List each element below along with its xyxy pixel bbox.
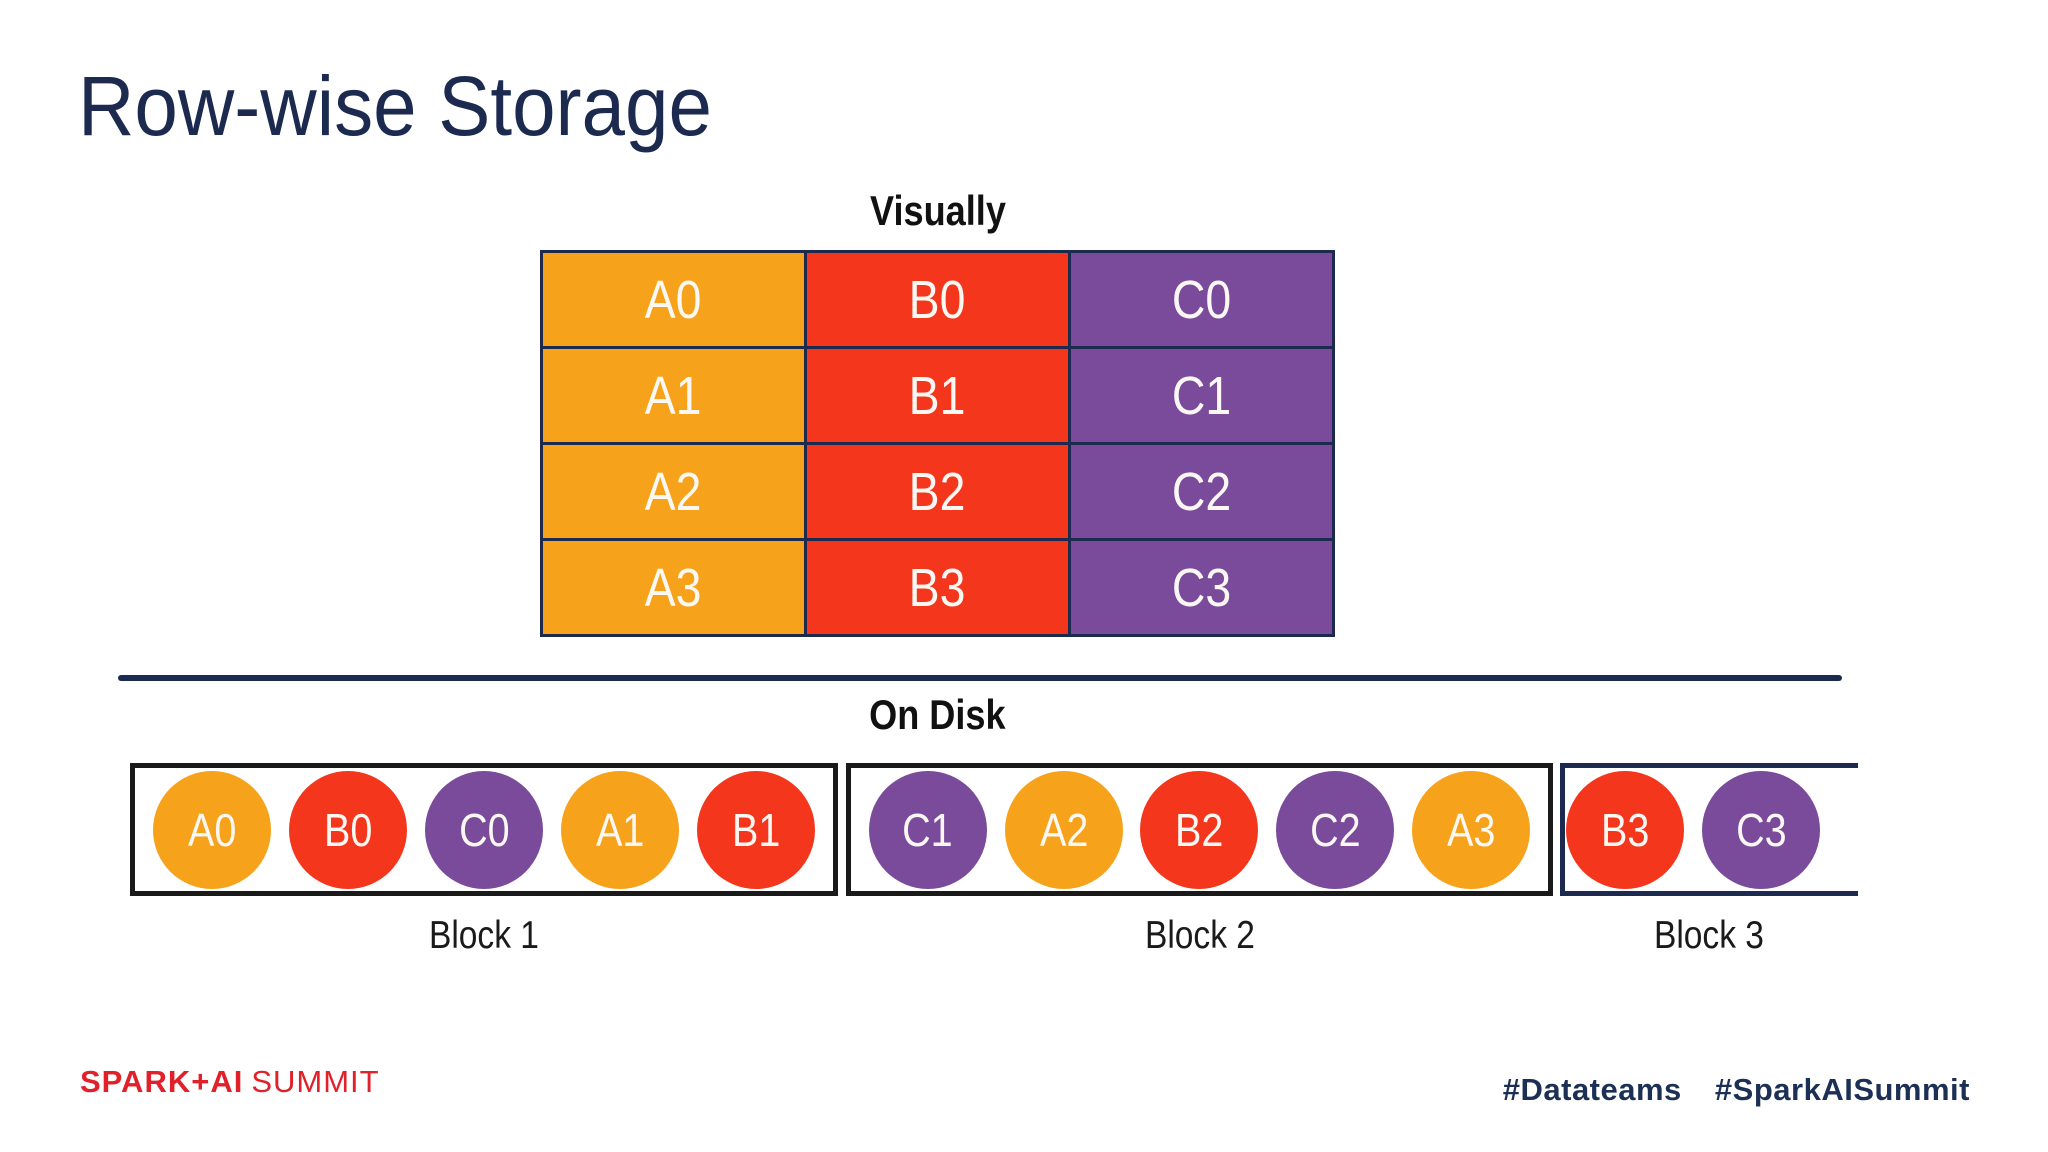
disk-block-2: C1 A2 B2 C2 A3 [846,763,1553,896]
table-cell-c2: C2 [1071,445,1332,538]
visually-heading: Visually [540,187,1335,234]
disk-block-1: A0 B0 C0 A1 B1 [130,763,838,896]
disk-circle-label: A1 [595,803,645,856]
hashtags: #Datateams #SparkAISummit [1503,1072,1970,1108]
table-cell-a2: A2 [543,445,804,538]
disk-circle-b3: B3 [1566,770,1684,889]
page-title: Row-wise Storage [78,59,760,153]
table-cell-b0: B0 [807,253,1068,346]
disk-circle-label: C2 [1310,803,1361,856]
table-cell-label: A1 [645,365,702,426]
page-title-text: Row-wise Storage [78,59,712,153]
disk-circle-a3: A3 [1412,770,1531,889]
disk-circle-label: C3 [1735,803,1787,856]
section-divider [118,675,1842,681]
disk-block-1-label-text: Block 1 [429,914,539,957]
table-cell-c0: C0 [1071,253,1332,346]
disk-block-1-label: Block 1 [130,914,838,958]
disk-block-2-label-text: Block 2 [1144,914,1255,957]
disk-circle-label: B3 [1600,803,1650,856]
table-cell-label: B1 [909,365,966,426]
disk-block-3-label: Block 3 [1560,914,1858,958]
disk-circle-label: C0 [458,803,510,856]
table-cell-label: A0 [645,269,702,330]
disk-circle-label: B2 [1175,803,1224,856]
disk-circle-a0: A0 [153,770,271,889]
disk-block-3: B3 C3 [1560,763,1858,896]
disk-circle-c2: C2 [1276,770,1395,889]
disk-circle-b0: B0 [289,770,407,889]
hashtag-sparkaisummit: #SparkAISummit [1714,1072,1970,1107]
hashtag-datateams: #Datateams [1502,1072,1682,1107]
table-cell-label: C1 [1171,365,1232,426]
table-cell-a0: A0 [543,253,804,346]
disk-block-2-label: Block 2 [846,914,1553,958]
table-cell-label: C0 [1171,269,1232,330]
disk-circle-b2: B2 [1140,770,1259,889]
table-cell-c3: C3 [1071,541,1332,634]
logo-bold-text: SPARK+AI [80,1064,244,1099]
table-cell-label: B2 [909,461,966,522]
table-cell-label: C3 [1171,557,1232,618]
disk-circle-c1: C1 [868,770,987,889]
disk-circle-c3: C3 [1702,770,1820,889]
table-cell-b1: B1 [807,349,1068,442]
disk-circle-c0: C0 [425,770,543,889]
table-cell-label: B0 [909,269,966,330]
disk-circle-a1: A1 [561,770,679,889]
table-cell-label: A3 [645,557,702,618]
table-cell-a1: A1 [543,349,804,442]
disk-circle-label: B0 [323,803,373,856]
table-cell-label: C2 [1171,461,1232,522]
disk-circle-label: C1 [902,803,954,856]
disk-circle-label: B1 [731,803,781,856]
table-cell-a3: A3 [543,541,804,634]
table-cell-b3: B3 [807,541,1068,634]
disk-circle-a2: A2 [1004,770,1123,889]
visually-heading-text: Visually [869,187,1006,234]
table-cell-b2: B2 [807,445,1068,538]
on-disk-heading-text: On Disk [869,691,1006,738]
disk-circle-label: A3 [1446,803,1496,856]
disk-block-3-label-text: Block 3 [1654,914,1764,957]
disk-circle-label: A0 [187,803,237,856]
disk-circle-label: A2 [1039,803,1088,856]
table-cell-label: B3 [909,557,966,618]
on-disk-heading: On Disk [540,691,1335,738]
table-cell-c1: C1 [1071,349,1332,442]
table-cell-label: A2 [645,461,702,522]
disk-circle-b1: B1 [697,770,815,889]
logo-light-text: SUMMIT [251,1064,380,1099]
